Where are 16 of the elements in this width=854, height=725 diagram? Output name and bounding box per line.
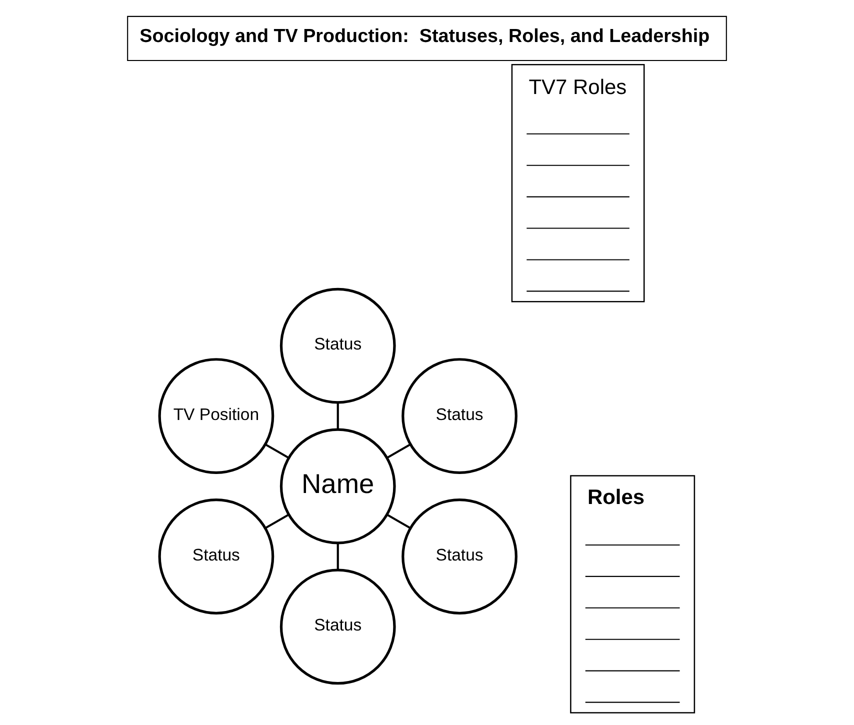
node-circle: Status — [280, 568, 396, 685]
connector — [264, 514, 290, 529]
diagram-title: Sociology and TV Production: Statuses, Roles, and Leadership — [140, 25, 710, 46]
connector — [265, 444, 290, 459]
connector — [336, 543, 339, 570]
node-circle: Status — [402, 358, 518, 474]
node-circle: TV Position — [158, 358, 274, 474]
node-box: Roles — [570, 475, 696, 714]
node-circle: Status — [158, 498, 274, 614]
node-circle: Name — [280, 428, 396, 544]
connector — [386, 444, 411, 459]
connector — [336, 402, 339, 430]
node-circle: Status — [280, 288, 396, 404]
node-circle: Status — [402, 498, 518, 614]
connector — [386, 514, 411, 529]
node-box: TV7 Roles — [511, 64, 645, 302]
